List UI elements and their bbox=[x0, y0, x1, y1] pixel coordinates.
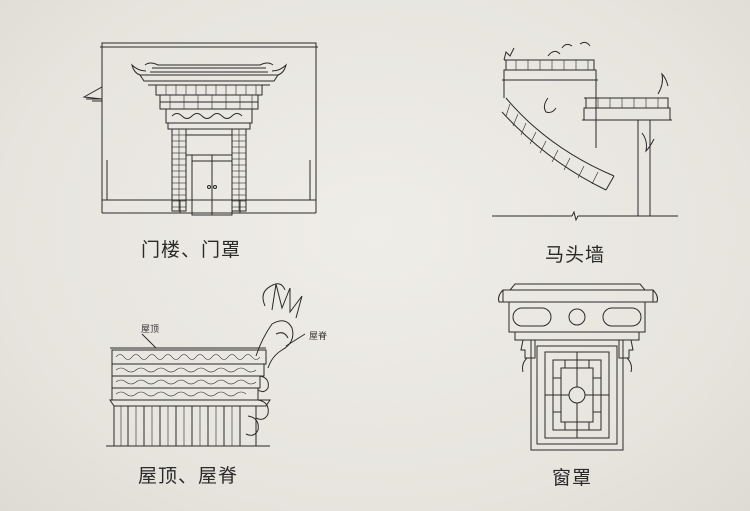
roof-ridge-drawing bbox=[100, 276, 330, 451]
gate-caption: 门楼、门罩 bbox=[141, 239, 242, 261]
horse-head-wall-drawing bbox=[488, 38, 683, 223]
roof-caption: 屋顶、屋脊 bbox=[138, 465, 239, 487]
ridge-label: 屋脊 bbox=[309, 332, 328, 342]
window-hood-drawing bbox=[495, 278, 660, 458]
gate-tower-drawing bbox=[80, 35, 330, 230]
roof-label: 屋顶 bbox=[141, 325, 160, 335]
window-hood-caption: 窗罩 bbox=[552, 467, 593, 489]
horse-head-wall-caption: 马头墙 bbox=[545, 244, 606, 266]
